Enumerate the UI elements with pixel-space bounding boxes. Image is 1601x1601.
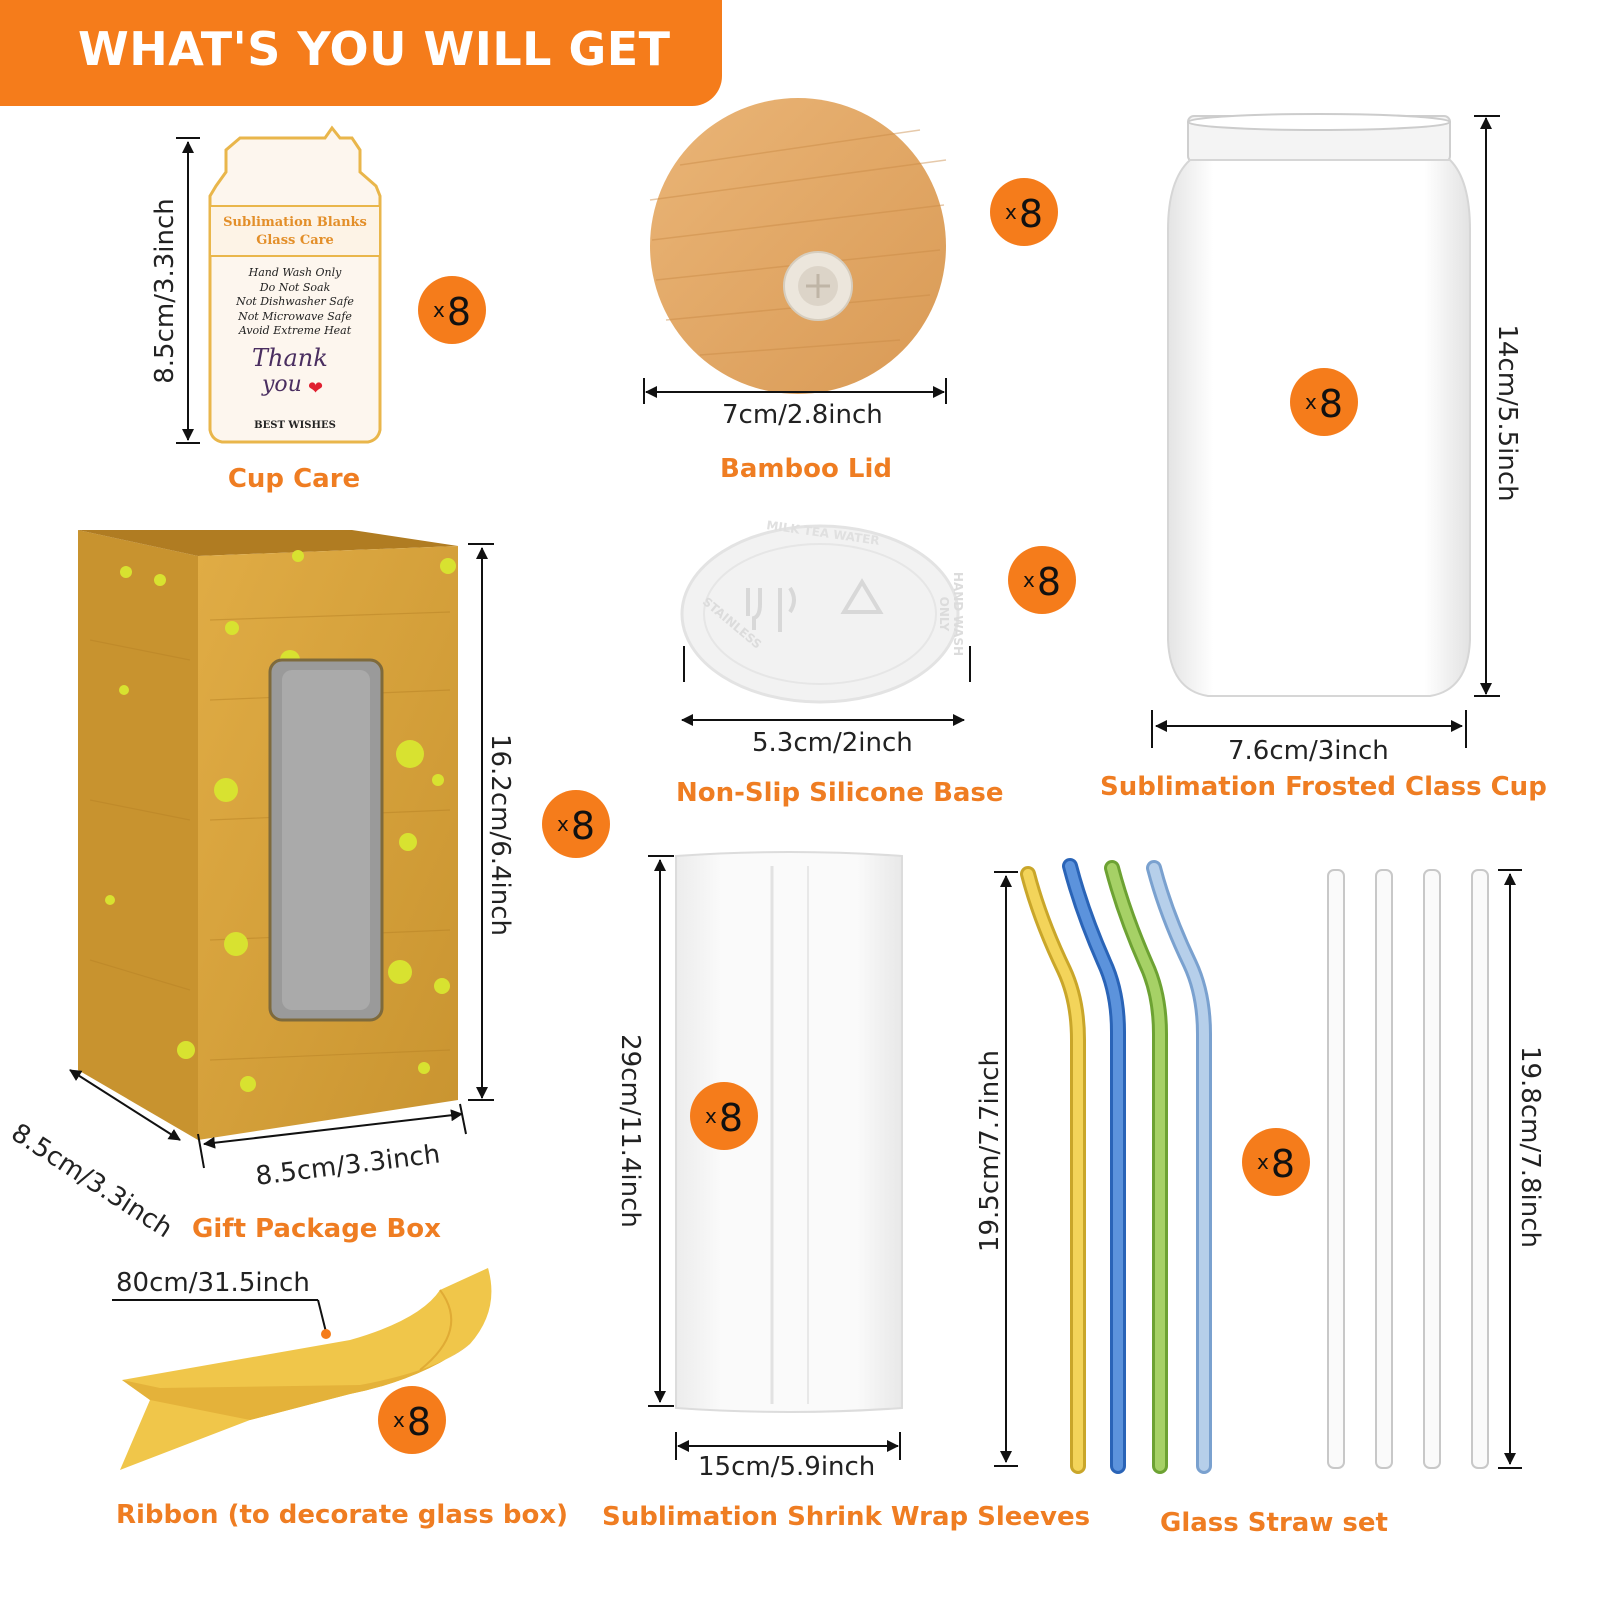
straws-quantity-badge: x8 [1242, 1128, 1310, 1196]
cup-care-dim: 8.5cm/3.3inch [150, 198, 180, 384]
badge-prefix: x [1022, 568, 1035, 592]
card-line: Avoid Extreme Heat [238, 324, 352, 337]
bamboo-lid-dim: 7cm/2.8inch [722, 400, 883, 430]
glass-cup-height-dim: 14cm/5.5inch [1492, 324, 1522, 502]
cup-care-label: Cup Care [227, 464, 361, 494]
ribbon [120, 1268, 492, 1470]
silicone-base-label: Non-Slip Silicone Base [676, 778, 1004, 808]
heart-icon: ❤ [308, 378, 324, 399]
silicone-base [680, 524, 960, 704]
header-banner [0, 0, 722, 106]
bamboo-lid-label: Bamboo Lid [720, 454, 892, 484]
gift-box-quantity-badge: x8 [542, 790, 610, 858]
badge-prefix: x [1004, 200, 1017, 224]
badge-prefix: x [704, 1104, 717, 1128]
bamboo-lid [649, 98, 947, 394]
badge-count: 8 [446, 290, 472, 334]
sleeve-width-dim: 15cm/5.9inch [698, 1452, 876, 1482]
card-instructions: Hand Wash Only Do Not Soak Not Dishwashe… [212, 266, 378, 339]
card-heading-line2: Glass Care [256, 233, 334, 248]
card-line: Do Not Soak [259, 280, 331, 294]
badge-prefix: x [1256, 1150, 1269, 1174]
shrink-sleeve [675, 851, 903, 1413]
cup-care-quantity-badge: x8 [418, 276, 486, 344]
bamboo-lid-quantity-badge: x8 [990, 178, 1058, 246]
page-title: WHAT'S YOU WILL GET [78, 22, 671, 76]
ribbon-dim: 80cm/31.5inch [116, 1268, 310, 1298]
bent-straw-dim: 19.5cm/7.7inch [975, 1049, 1005, 1253]
card-heading-line1: Sublimation Blanks [223, 215, 367, 230]
badge-prefix: x [1304, 390, 1317, 414]
sleeves-label: Sublimation Shrink Wrap Sleeves [602, 1502, 1091, 1532]
cup-care-card [208, 125, 382, 444]
card-line: Not Microwave Safe [238, 309, 352, 323]
card-best-wishes: BEST WISHES [254, 420, 336, 431]
glass-cup-label: Sublimation Frosted Class Cup [1100, 772, 1547, 802]
badge-count: 8 [1036, 560, 1062, 604]
straight-straw-dim: 19.8cm/7.8inch [1515, 1045, 1545, 1249]
badge-count: 8 [1318, 382, 1344, 426]
glass-cup-quantity-badge: x8 [1290, 368, 1358, 436]
card-line: Not Dishwasher Safe [236, 295, 354, 308]
ribbon-label: Ribbon (to decorate glass box) [116, 1500, 569, 1530]
straws-label: Glass Straw set [1160, 1508, 1388, 1538]
silicone-base-quantity-badge: x8 [1008, 546, 1076, 614]
badge-count: 8 [570, 804, 596, 848]
badge-count: 8 [1270, 1142, 1296, 1186]
bent-straws [1020, 858, 1212, 1474]
card-heading: Sublimation Blanks Glass Care [212, 214, 378, 250]
badge-count: 8 [1018, 192, 1044, 236]
card-line: Hand Wash Only [248, 266, 342, 279]
ribbon-quantity-badge: x8 [378, 1386, 446, 1454]
badge-prefix: x [392, 1408, 405, 1432]
glass-cup-width-dim: 7.6cm/3inch [1228, 736, 1389, 766]
badge-prefix: x [556, 812, 569, 836]
badge-count: 8 [406, 1400, 432, 1444]
card-thank-you: Thank [252, 344, 328, 372]
badge-prefix: x [432, 298, 445, 322]
silicone-base-dim: 5.3cm/2inch [752, 728, 913, 758]
gift-box-height-dim: 16.2cm/6.4inch [485, 733, 515, 937]
sleeves-quantity-badge: x8 [690, 1082, 758, 1150]
gift-box [78, 530, 458, 1140]
badge-count: 8 [718, 1096, 744, 1140]
straight-straws [1327, 869, 1489, 1469]
sleeve-height-dim: 29cm/11.4inch [615, 1034, 645, 1228]
base-print-right: HAND WASH ONLY [937, 571, 965, 657]
card-thank-you-2: you [262, 372, 302, 397]
gift-box-label: Gift Package Box [192, 1214, 441, 1244]
